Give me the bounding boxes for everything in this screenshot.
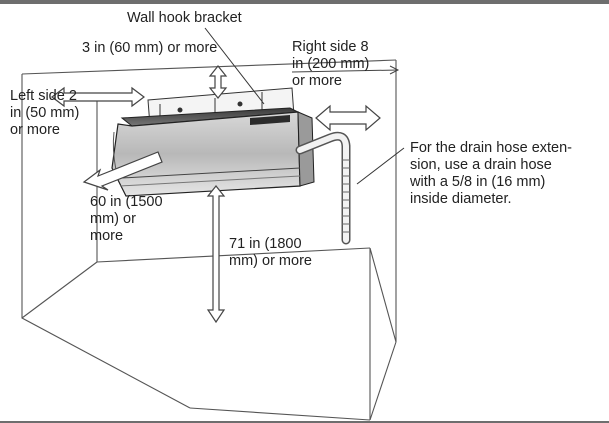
floor-clearance-line-1: 71 in (1800 bbox=[229, 236, 302, 252]
right-side-label: Right side 8 in (200 mm) or more bbox=[292, 39, 369, 90]
room-corner-join bbox=[369, 247, 397, 343]
floor-clearance-label: 71 in (1800 mm) or more bbox=[229, 236, 312, 270]
drain-note-line-1: For the drain hose exten- bbox=[410, 140, 573, 156]
left-side-line-2: in (50 mm) bbox=[10, 105, 80, 121]
left-side-label: Left side 2 in (50 mm) or more bbox=[10, 88, 79, 139]
front-clearance-line-2: mm) or bbox=[90, 211, 136, 227]
left-clearance-arrow bbox=[51, 86, 145, 108]
drain-note-line-3: with a 5/8 in (16 mm) bbox=[410, 174, 546, 190]
right-side-line-3: or more bbox=[292, 73, 342, 89]
drain-hose bbox=[295, 131, 351, 245]
drain-note-line-4: inside diameter. bbox=[410, 191, 512, 207]
right-clearance-arrow bbox=[315, 104, 381, 132]
bracket-leader-line bbox=[204, 27, 265, 105]
floor-clearance-line-2: mm) or more bbox=[229, 253, 312, 269]
indoor-unit bbox=[111, 107, 315, 197]
header-rule bbox=[0, 0, 609, 4]
room-floor-back-right bbox=[96, 247, 371, 263]
floor-clearance-arrow bbox=[206, 185, 226, 324]
front-clearance-arrow bbox=[82, 151, 163, 191]
front-clearance-line-3: more bbox=[90, 228, 124, 244]
room-floor-front-edge bbox=[189, 407, 371, 421]
bracket-label: Wall hook bracket bbox=[127, 10, 242, 26]
room-floor-right-edge bbox=[369, 341, 397, 421]
footer-rule bbox=[0, 421, 609, 423]
right-wall-marker bbox=[291, 65, 400, 75]
drain-note-line-2: sion, use a drain hose bbox=[410, 157, 552, 173]
left-side-line-3: or more bbox=[10, 122, 60, 138]
top-clearance-label: 3 in (60 mm) or more bbox=[82, 40, 218, 56]
room-floor-back-left bbox=[21, 261, 98, 319]
room-outline bbox=[21, 59, 397, 421]
front-clearance-line-1: 60 in (1500 bbox=[90, 194, 163, 210]
top-clearance-arrow bbox=[208, 65, 228, 99]
front-clearance-label: 60 in (1500 mm) or more bbox=[90, 194, 163, 245]
drain-leader-line bbox=[356, 147, 405, 185]
drain-note: For the drain hose exten- sion, use a dr… bbox=[410, 140, 572, 208]
left-side-line-1: Left side 2 bbox=[10, 88, 77, 104]
right-side-line-1: Right side 8 bbox=[292, 39, 369, 55]
right-side-line-2: in (200 mm) bbox=[292, 56, 370, 72]
room-ceiling-back-edge bbox=[21, 59, 397, 75]
